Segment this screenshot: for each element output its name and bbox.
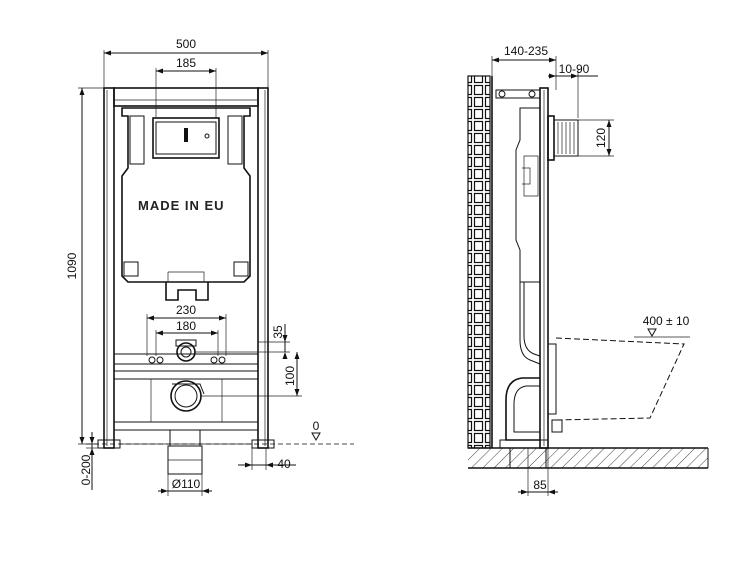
floor-level-marker: 0 [86,419,354,445]
dim-width-total: 500 [103,37,269,88]
dim-width-total-label: 500 [176,37,196,51]
dim-drain-diameter-label: Ø110 [172,477,201,491]
dim-bowl-height: 400 ± 10 [634,314,690,338]
pipe-connections [148,339,226,475]
dim-drain-offset: 85 [509,447,558,496]
dim-foot-width: 40 [238,448,296,471]
dim-flush-height: 120 [578,119,614,157]
dim-drain-diameter: Ø110 [158,474,212,496]
dim-flush-depth: 10-90 [548,62,598,118]
dim-height-total: 1090 [65,87,104,445]
toilet-bowl-outline [547,337,685,433]
dim-outlet-offset-label: 100 [283,366,297,386]
dim-foot-width-label: 40 [277,457,291,471]
floor-slab [468,447,709,469]
dim-flush-height-label: 120 [594,128,608,148]
dim-drain-offset-label: 85 [533,478,547,492]
dim-leg-adjust: 0-200 [79,432,98,490]
dim-wall-depth: 140-235 [491,44,557,90]
dim-bolts-outer-label: 230 [176,303,196,317]
side-view: 140-235 10-90 120 400 ± 10 [467,44,709,496]
dim-bolts-inner-label: 180 [176,319,196,333]
cistern-profile [505,107,541,441]
cistern: MADE IN EU [121,107,251,301]
made-in-eu-label: MADE IN EU [138,198,225,213]
dim-bolts-outer: 230 [146,303,227,356]
dim-bolts-inner: 180 [155,319,219,356]
dim-bowl-height-label: 400 ± 10 [643,314,690,328]
flush-plate [547,115,579,161]
dim-button-width-label: 185 [176,56,196,70]
dim-button-width: 185 [155,56,217,118]
front-view: MADE IN EU [65,37,354,496]
floor-level-label: 0 [313,419,320,433]
dim-inlet-offset-label: 35 [271,325,285,339]
dim-wall-depth-label: 140-235 [504,44,548,58]
dim-height-total-label: 1090 [65,252,79,279]
brick-wall [467,75,493,449]
dim-flush-depth-label: 10-90 [559,62,590,76]
dim-leg-adjust-label: 0-200 [79,454,93,485]
dim-right-offsets: 35 100 [195,324,302,397]
